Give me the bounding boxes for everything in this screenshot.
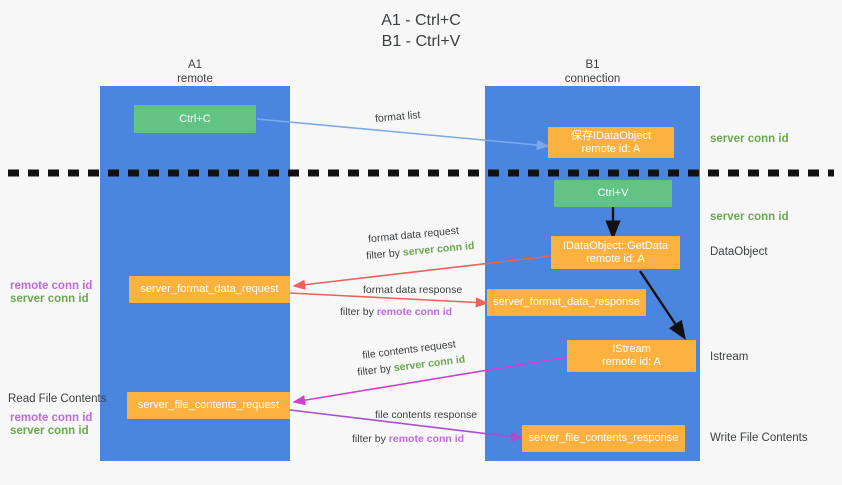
arrow-getdata-to-istream — [639, 270, 686, 340]
flow-label-format-data-response: format data response — [363, 284, 463, 296]
left-label-remote-conn-id-1: remote conn id — [10, 280, 93, 292]
arrow-file-contents-request — [292, 356, 568, 406]
filter-key-remote-conn-id: remote conn id — [388, 433, 465, 445]
right-label-dataobject: DataObject — [710, 246, 768, 258]
filter-key-remote-conn-id: remote conn id — [376, 306, 453, 318]
page-title: A1 - Ctrl+C B1 - Ctrl+V — [381, 12, 461, 50]
arrow-format-data-request — [292, 255, 552, 290]
right-label-istream: Istream — [710, 351, 749, 363]
right-label-write-file-contents: Write File Contents — [710, 432, 808, 444]
arrow-format-data-response — [289, 292, 489, 308]
node-ctrl-v[interactable]: Ctrl+V — [554, 180, 672, 207]
flow-filter-file-contents-response: filter by remote conn id — [352, 432, 464, 446]
node-server-file-contents-response[interactable]: server_file_contents_response — [522, 425, 685, 452]
node-save-idataobject[interactable]: 保存IDataObject remote id: A — [548, 127, 674, 158]
arrow-file-contents-response — [289, 409, 524, 442]
flow-label-file-contents-response: file contents response — [375, 409, 478, 421]
flow-filter-format-data-response: filter by remote conn id — [340, 305, 452, 319]
arrow-format-list — [256, 118, 550, 151]
right-label-server-conn-id-mid: server conn id — [710, 211, 789, 223]
left-label-server-conn-id-2: server conn id — [10, 425, 89, 437]
right-label-server-conn-id-top: server conn id — [710, 133, 789, 145]
left-label-read-file-contents: Read File Contents — [8, 393, 107, 405]
node-ctrl-c[interactable]: Ctrl+C — [134, 105, 256, 133]
left-label-server-conn-id-1: server conn id — [10, 293, 89, 305]
node-getdata[interactable]: IDataObject::GetData remote id: A — [551, 236, 680, 269]
node-istream[interactable]: IStream remote id: A — [567, 340, 696, 372]
lane-header-b1: B1 connection — [564, 59, 621, 85]
node-server-format-data-response[interactable]: server_format_data_response — [487, 289, 646, 316]
node-server-file-contents-request[interactable]: server_file_contents_request — [127, 392, 290, 419]
left-label-remote-conn-id-2: remote conn id — [10, 412, 93, 424]
node-server-format-data-request[interactable]: server_format_data_request — [129, 276, 290, 303]
filter-prefix: filter by — [352, 433, 389, 445]
filter-prefix: filter by — [365, 246, 404, 263]
lane-header-a1: A1 remote — [177, 59, 213, 85]
filter-prefix: filter by — [340, 306, 377, 318]
